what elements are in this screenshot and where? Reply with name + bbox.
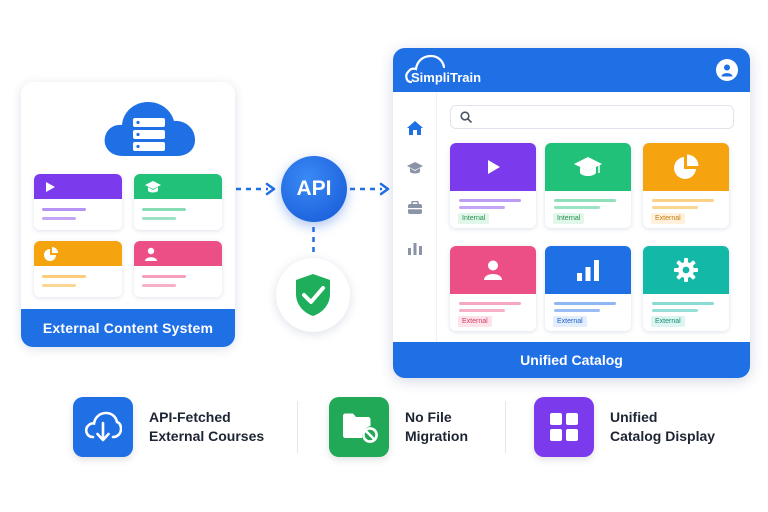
sidebar-item-courses[interactable] — [405, 158, 425, 178]
user-icon — [145, 247, 157, 261]
search-input[interactable] — [450, 105, 734, 129]
source-badge: Internal — [458, 213, 490, 224]
user-icon — [721, 64, 733, 77]
external-system-label: External Content System — [21, 309, 235, 347]
sidebar-item-catalog[interactable] — [405, 198, 425, 218]
briefcase-icon — [408, 201, 422, 214]
sidebar-item-reports[interactable] — [405, 238, 425, 258]
course-card[interactable]: External — [643, 143, 729, 228]
folder-blocked-icon — [329, 397, 389, 457]
feature-title-line: Migration — [405, 428, 468, 444]
play-icon — [46, 181, 55, 192]
feature-title-line: API-Fetched — [149, 409, 231, 425]
course-card[interactable]: Internal — [450, 143, 536, 228]
feature-title-line: Unified — [610, 409, 658, 425]
feature-api-fetched: API-Fetched External Courses — [73, 397, 264, 457]
shield-check-icon — [296, 274, 330, 316]
external-course-card — [134, 174, 222, 230]
external-content-system-panel: External Content System — [21, 82, 235, 347]
feature-no-file-migration: No File Migration — [329, 397, 468, 457]
cloud-server-icon — [104, 102, 195, 156]
source-badge: External — [651, 213, 685, 224]
source-badge: Internal — [553, 213, 585, 224]
divider — [297, 401, 298, 453]
divider — [505, 401, 506, 453]
graduation-cap-icon — [407, 162, 423, 174]
gear-icon — [674, 258, 698, 282]
feature-unified-catalog: Unified Catalog Display — [534, 397, 715, 457]
api-node: API — [281, 156, 347, 222]
grid-icon — [534, 397, 594, 457]
feature-title-line: No File — [405, 409, 452, 425]
arrow-right-icon — [350, 182, 390, 196]
search-icon — [460, 111, 472, 123]
cloud-download-icon — [73, 397, 133, 457]
external-course-card — [134, 241, 222, 297]
external-course-card — [34, 174, 122, 230]
unified-catalog-label: Unified Catalog — [393, 342, 750, 378]
user-icon — [484, 260, 502, 280]
cloud-logo-icon — [405, 54, 446, 84]
source-badge: External — [553, 316, 587, 327]
security-badge — [276, 258, 350, 332]
bar-chart-icon — [408, 243, 422, 255]
pie-chart-icon — [674, 154, 699, 179]
app-header: SimpliTrain — [393, 48, 750, 92]
course-card[interactable]: Internal — [545, 143, 631, 228]
api-label: API — [296, 177, 332, 200]
home-icon — [407, 121, 423, 135]
arrow-right-icon — [236, 182, 276, 196]
feature-title-line: Catalog Display — [610, 428, 716, 444]
bar-chart-icon — [577, 260, 599, 281]
course-card[interactable]: External — [450, 246, 536, 331]
pie-chart-icon — [44, 246, 58, 261]
graduation-cap-icon — [145, 180, 161, 192]
course-card[interactable]: External — [643, 246, 729, 331]
user-account-button[interactable] — [716, 59, 738, 81]
app-brand-name: SimpliTrain — [411, 70, 482, 85]
app-sidebar — [393, 92, 437, 342]
play-icon — [488, 160, 500, 174]
course-card[interactable]: External — [545, 246, 631, 331]
simplitrain-app-window: SimpliTrain Internal — [393, 48, 750, 378]
source-badge: External — [458, 316, 492, 327]
sidebar-item-home[interactable] — [405, 118, 425, 138]
source-badge: External — [651, 316, 685, 327]
feature-title-line: External Courses — [149, 428, 265, 444]
graduation-cap-icon — [574, 157, 602, 176]
dashed-connector — [312, 227, 315, 253]
external-course-card — [34, 241, 122, 297]
